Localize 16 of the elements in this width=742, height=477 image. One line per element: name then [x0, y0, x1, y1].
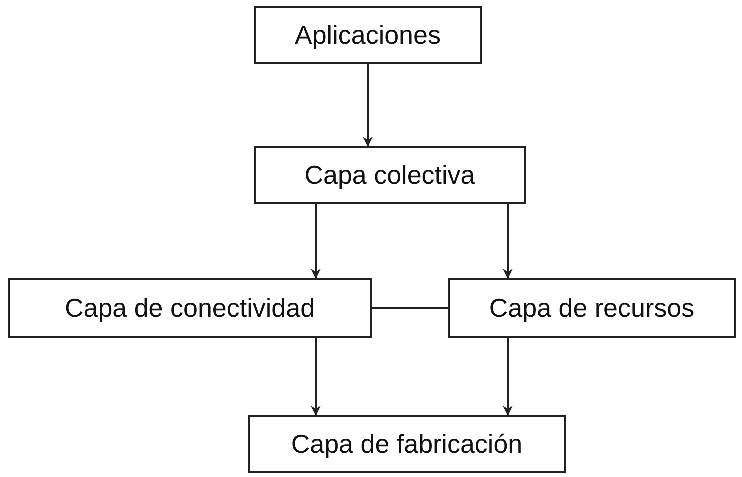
layer-box	[448, 278, 736, 338]
layer-label: Capa de conectividad	[64, 292, 316, 324]
layer-box	[254, 6, 482, 64]
arrow	[311, 204, 321, 279]
arrow	[363, 64, 373, 147]
arrow	[503, 338, 513, 416]
layer-label: Capa de recursos	[489, 292, 695, 324]
arrow	[503, 204, 513, 279]
layer-box	[254, 146, 526, 204]
layer-box	[8, 278, 372, 338]
connector-line	[372, 307, 448, 309]
arrow	[311, 338, 321, 416]
layer-label: Capa colectiva	[304, 160, 476, 190]
layer-label: Capa de fabricación	[291, 428, 523, 460]
layer-box	[248, 415, 566, 473]
layer-label: Aplicaciones	[295, 20, 441, 50]
